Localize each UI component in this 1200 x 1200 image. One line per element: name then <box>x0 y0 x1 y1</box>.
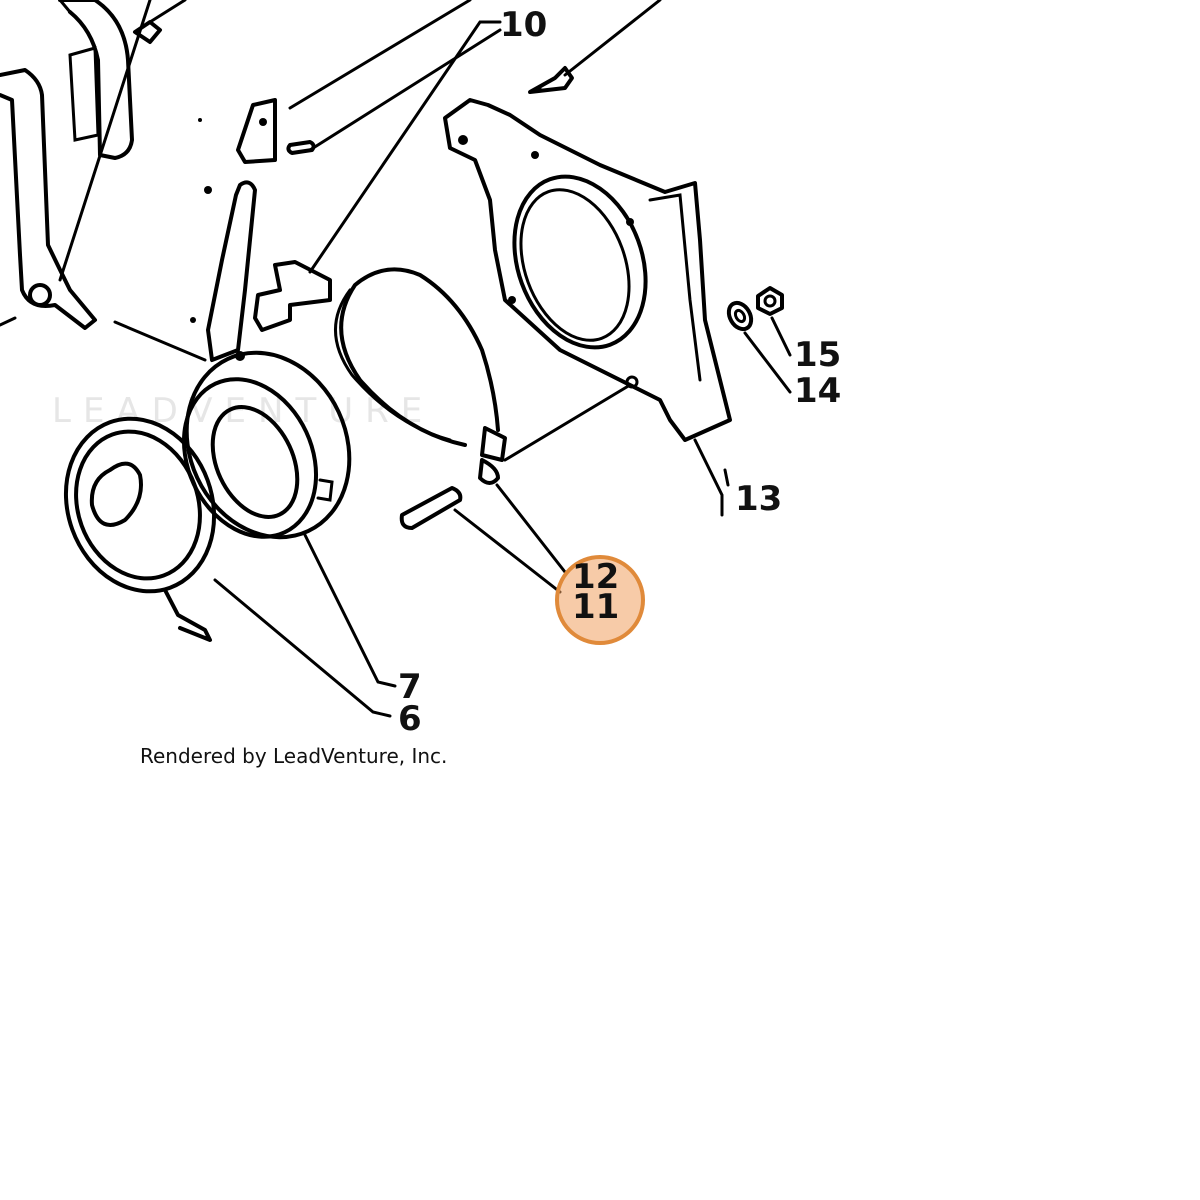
leader-lines <box>58 0 792 718</box>
release-lever <box>0 68 97 330</box>
callout-6: 6 <box>398 699 422 739</box>
brake-band <box>334 267 507 485</box>
dot <box>190 317 196 323</box>
highlight-circle <box>555 555 645 645</box>
callout-11: 11 <box>572 587 619 627</box>
nut-15 <box>756 286 784 316</box>
keeper-plate <box>236 98 277 164</box>
callout-14: 14 <box>794 371 841 411</box>
callout-12: 12 <box>572 557 619 597</box>
callout-7: 7 <box>398 667 422 707</box>
dot <box>198 118 202 122</box>
washer-14 <box>726 300 754 332</box>
callout-15: 15 <box>794 335 841 375</box>
credit-text: Rendered by LeadVenture, Inc. <box>140 744 447 768</box>
watermark-text: LEADVENTURE <box>52 391 434 431</box>
callout-13: 13 <box>735 479 782 519</box>
dot <box>204 186 212 194</box>
rope-reel <box>181 350 352 540</box>
l-block <box>253 260 332 332</box>
upper-bracket <box>58 0 134 160</box>
callout-10: 10 <box>500 5 547 45</box>
recoil-spring <box>63 416 217 642</box>
pawl-arm <box>206 180 257 362</box>
case-bolt <box>528 66 574 94</box>
small-bolt-top <box>133 0 187 44</box>
pin-11 <box>399 486 463 530</box>
starter-case <box>443 98 732 442</box>
